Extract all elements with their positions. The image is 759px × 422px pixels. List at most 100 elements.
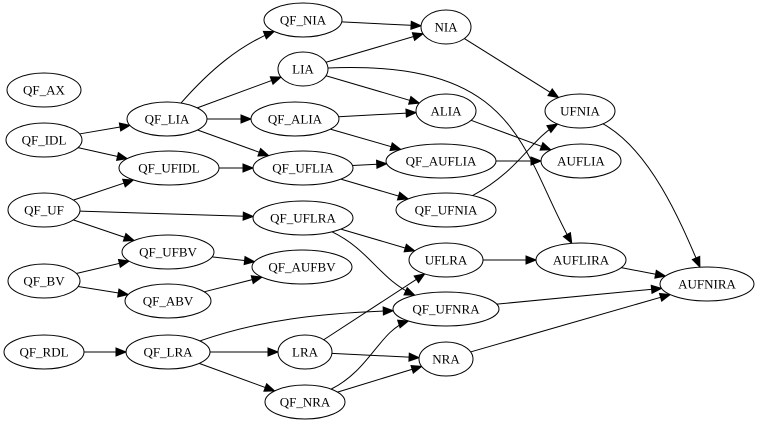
node-nra: NRA (418, 341, 474, 377)
edge-line (340, 228, 415, 252)
edge-line (341, 21, 422, 27)
node-label: AUFLIA (557, 154, 605, 169)
arrowhead-icon (650, 284, 663, 295)
arrowhead-icon (121, 178, 135, 188)
arrowhead-icon (396, 319, 410, 329)
arrowhead-icon (410, 20, 423, 30)
edge-line (323, 273, 425, 341)
arrowhead-icon (546, 123, 559, 134)
edge-QF_LRA-to-QF_NRA (199, 362, 276, 392)
edge-AUFLIRA-to-AUFNIRA (621, 267, 667, 279)
edge-line (197, 76, 282, 109)
edge-line (464, 38, 559, 98)
arrowhead-icon (115, 347, 128, 357)
node-ellipse (408, 242, 484, 278)
arrowhead-icon (375, 159, 389, 170)
edge-QF_LIA-to-LIA (197, 76, 283, 109)
node-qf-nra: QF_NRA (264, 384, 346, 420)
edge-QF_IDL-to-QF_UFIDL (77, 147, 129, 161)
node-qf-ufbv: QF_UFBV (121, 234, 215, 270)
node-ellipse (418, 341, 474, 377)
arrowhead-icon (263, 382, 276, 392)
edge-LIA-to-NIA (325, 32, 425, 63)
node-qf-nia: QF_NIA (263, 2, 343, 38)
node-qf-uflia: QF_UFLIA (252, 150, 354, 186)
node-ellipse (385, 143, 497, 179)
node-lia: LIA (277, 51, 329, 87)
arrowhead-icon (525, 255, 538, 265)
node-label: QF_LIA (145, 112, 190, 127)
arrowhead-icon (403, 243, 417, 253)
node-label: QF_BV (23, 274, 65, 289)
arrowhead-icon (115, 151, 129, 161)
node-ellipse (126, 101, 208, 137)
node-qf-ax: QF_AX (6, 72, 82, 108)
node-ellipse (6, 72, 82, 108)
arrowhead-icon (389, 141, 403, 152)
node-label: QF_UFIDL (138, 161, 199, 176)
edge-QF_UFNRA-to-AUFNIRA (496, 284, 663, 305)
node-ellipse (540, 143, 622, 179)
node-label: NRA (432, 352, 460, 367)
node-label: QF_ALIA (268, 112, 323, 127)
edge-LIA-to-ALIA (325, 75, 421, 105)
edge-line (338, 112, 417, 118)
node-label: QF_AUFBV (268, 260, 336, 275)
node-ellipse (124, 283, 212, 319)
node-label: QF_UFBV (139, 245, 197, 260)
edges-layer (73, 20, 701, 393)
arrowhead-icon (269, 76, 283, 86)
edge-LRA-to-NRA (331, 352, 421, 362)
node-ellipse (277, 334, 333, 370)
node-ellipse (659, 266, 755, 302)
edge-line (197, 129, 269, 157)
arrowhead-icon (410, 364, 423, 375)
edge-line (79, 210, 254, 217)
node-nia: NIA (420, 9, 472, 45)
edge-line (331, 231, 415, 296)
edge-QF_ABV-to-QF_AUFBV (204, 275, 264, 293)
edge-line (496, 287, 662, 305)
node-label: UFLRA (425, 253, 468, 268)
edge-QF_ALIA-to-ALIA (338, 108, 418, 118)
node-label: QF_UFNRA (412, 302, 480, 317)
arrowhead-icon (539, 141, 553, 151)
node-label: QF_UFLIA (272, 161, 334, 176)
edge-QF_NRA-to-QF_UFNRA (330, 319, 410, 390)
edge-QF_UF-to-QF_UFIDL (73, 178, 135, 201)
node-qf-uf: QF_UF (7, 192, 81, 228)
edge-line (325, 75, 420, 104)
node-qf-ufnra: QF_UFNRA (392, 291, 500, 327)
arrowhead-icon (691, 255, 701, 269)
arrowhead-icon (118, 122, 132, 132)
arrowhead-icon (382, 306, 395, 316)
node-qf-auflia: QF_AUFLIA (385, 143, 497, 179)
edge-UFNIA-to-AUFNIRA (602, 123, 701, 269)
node-label: ALIA (430, 104, 462, 119)
node-auflia: AUFLIA (540, 143, 622, 179)
node-aufnira: AUFNIRA (659, 266, 755, 302)
node-label: NIA (434, 20, 458, 35)
edge-line (180, 30, 275, 104)
edge-QF_NIA-to-NIA (341, 20, 423, 30)
edge-line (470, 119, 552, 151)
edge-line (325, 33, 424, 63)
node-label: QF_UFLRA (270, 211, 336, 226)
arrowhead-icon (654, 269, 667, 279)
node-ellipse (118, 150, 220, 186)
edge-ALIA-to-AUFLIA (470, 119, 553, 151)
edge-QF_BV-to-QF_ABV (77, 286, 130, 298)
edge-NIA-to-UFNIA (464, 38, 560, 99)
edge-QF_ALIA-to-QF_AUFLIA (330, 128, 403, 152)
edge-QF_LIA-to-QF_NIA (180, 30, 276, 104)
edge-line (327, 66, 573, 244)
node-qf-ufnia: QF_UFNIA (395, 192, 497, 228)
node-label: QF_ABV (143, 294, 194, 309)
edge-LRA-to-UFLRA (323, 273, 426, 341)
node-label: LIA (292, 62, 314, 77)
node-qf-alia: QF_ALIA (250, 101, 340, 137)
edge-line (199, 362, 275, 392)
arrowhead-icon (530, 156, 543, 166)
node-label: QF_AUFLIA (406, 154, 477, 169)
node-ellipse (544, 93, 616, 129)
